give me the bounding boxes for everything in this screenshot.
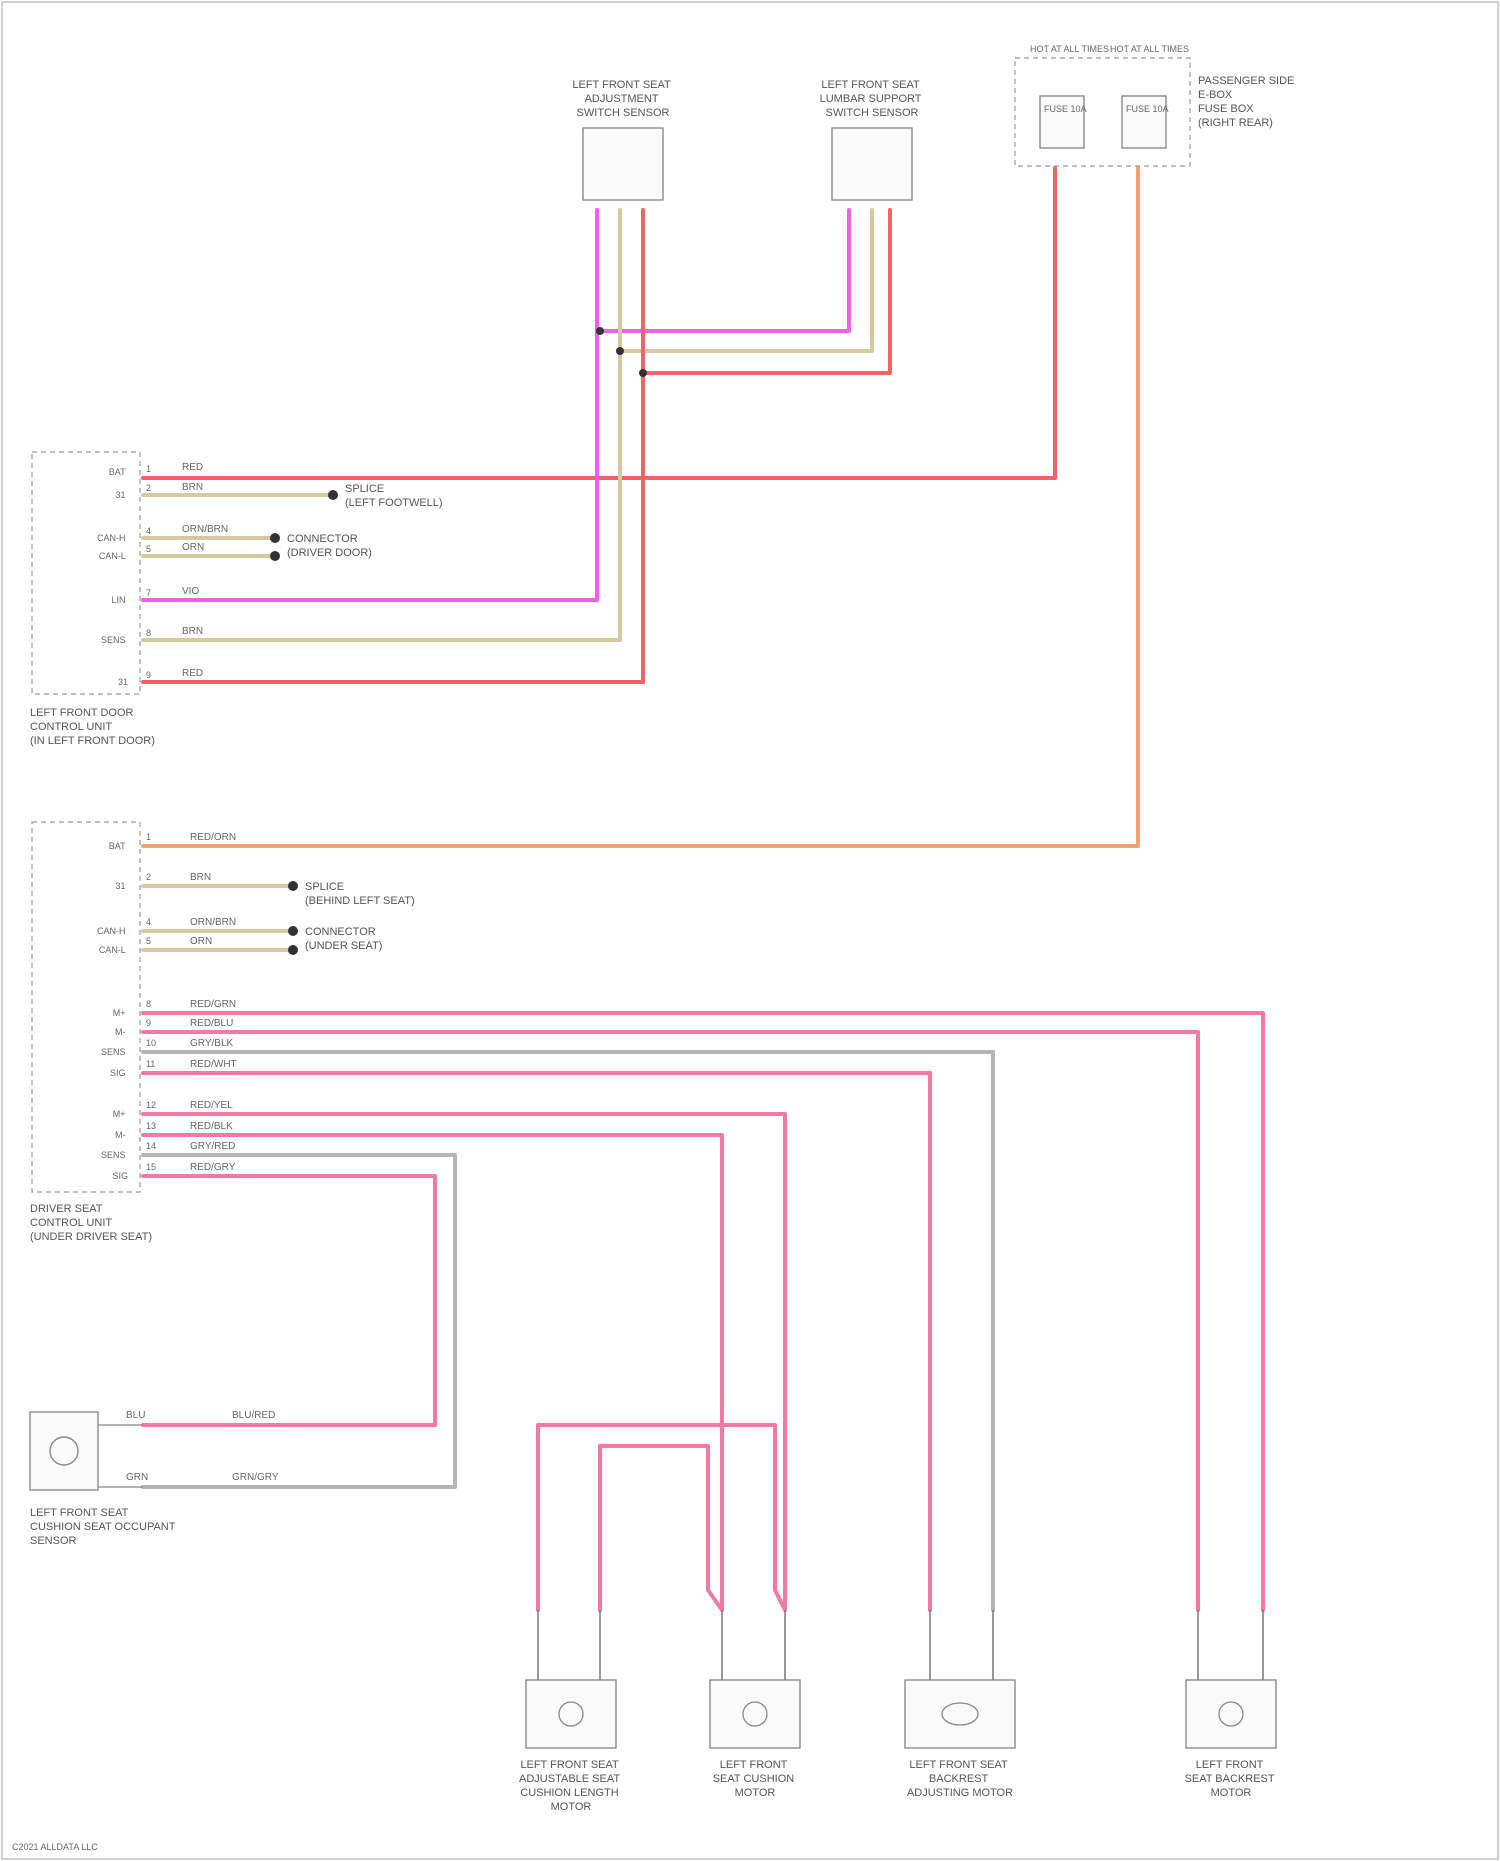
- door-splice-b-label: CONNECTOR (DRIVER DOOR): [287, 533, 372, 559]
- door-splice-a-label: SPLICE (LEFT FOOTWELL): [345, 483, 443, 509]
- junction-dot: [288, 926, 298, 936]
- sensor-wire-labels: BLU BLU/RED GRN GRN/GRY: [126, 1410, 279, 1483]
- motor-3-body: [905, 1680, 1015, 1748]
- motor-4: LEFT FRONT SEAT BACKREST MOTOR: [1185, 1610, 1278, 1799]
- wire-m2-b: [143, 1135, 722, 1610]
- seat-module-label: DRIVER SEAT CONTROL UNIT (UNDER DRIVER S…: [30, 1203, 152, 1243]
- seat-sensor-label: LEFT FRONT SEAT CUSHION SEAT OCCUPANT SE…: [30, 1507, 178, 1547]
- seat-splice-b-label: CONNECTOR (UNDER SEAT): [305, 926, 382, 952]
- motor-3: LEFT FRONT SEAT BACKREST ADJUSTING MOTOR: [905, 1610, 1015, 1799]
- lumbar-switch-label: LEFT FRONT SEAT LUMBAR SUPPORT SWITCH SE…: [820, 79, 925, 119]
- seat-splice-a-label: SPLICE (BEHIND LEFT SEAT): [305, 881, 415, 907]
- junction-dot: [270, 551, 280, 561]
- wire-m4-a: [143, 1013, 1263, 1610]
- fuse-panel-label: PASSENGER SIDE E-BOX FUSE BOX (RIGHT REA…: [1198, 75, 1297, 129]
- fuse-panel: FUSE 10A FUSE 10A HOT AT ALL TIMES HOT A…: [1015, 44, 1297, 166]
- motor-1-body: [526, 1680, 616, 1748]
- wire-sensor-b: [143, 1155, 455, 1487]
- height-switch: LEFT FRONT SEAT ADJUSTMENT SWITCH SENSOR: [572, 79, 673, 200]
- door-module-label: LEFT FRONT DOOR CONTROL UNIT (IN LEFT FR…: [30, 707, 155, 747]
- wire-gnd-red: [143, 210, 643, 682]
- seat-pin-numbers: 1 2 4 5 8 9 10 11 12 13 14 15: [146, 832, 159, 1172]
- wire-m2-a: [143, 1114, 785, 1610]
- wire-sensor-a: [143, 1176, 435, 1425]
- wire-m1-a: [538, 1425, 785, 1610]
- height-switch-label: LEFT FRONT SEAT ADJUSTMENT SWITCH SENSOR: [572, 79, 673, 119]
- seat-occupant-sensor: BLU BLU/RED GRN GRN/GRY LEFT FRONT SEAT …: [30, 1410, 279, 1547]
- motor-3-label: LEFT FRONT SEAT BACKREST ADJUSTING MOTOR: [907, 1759, 1013, 1799]
- junction-dot: [288, 945, 298, 955]
- door-pin-labels: BAT 31 CAN-H CAN-L LIN SENS 31: [97, 467, 128, 687]
- junction-dot: [288, 881, 298, 891]
- wire-sens-tan: [143, 210, 620, 640]
- junction-dot: [616, 347, 624, 355]
- motor-4-label: LEFT FRONT SEAT BACKREST MOTOR: [1185, 1759, 1278, 1799]
- junction-dot: [328, 490, 338, 500]
- height-switch-body: [583, 128, 663, 200]
- lumbar-switch-body: [832, 128, 912, 200]
- fuse-hot-labels: HOT AT ALL TIMES HOT AT ALL TIMES: [1030, 44, 1189, 54]
- junction-dot: [270, 533, 280, 543]
- wire-lin-magenta: [143, 210, 597, 600]
- junction-dot: [596, 327, 604, 335]
- door-module-outline: [32, 452, 140, 694]
- motor-2: LEFT FRONT SEAT CUSHION MOTOR: [710, 1610, 800, 1799]
- wire-seat-bat: [143, 168, 1138, 846]
- motor-2-body: [710, 1680, 800, 1748]
- motor-4-body: [1186, 1680, 1276, 1748]
- wire-lin-magenta-2: [600, 210, 849, 331]
- seat-sensor-body: [30, 1412, 98, 1490]
- wire-m1-b: [600, 1446, 722, 1610]
- motor-1: LEFT FRONT SEAT ADJUSTABLE SEAT CUSHION …: [519, 1610, 623, 1813]
- fuse-1-label: FUSE 10A: [1044, 104, 1087, 114]
- fuse-2-label: FUSE 10A: [1126, 104, 1169, 114]
- wire-m4-b: [143, 1032, 1198, 1610]
- junction-dot: [639, 369, 647, 377]
- motor-2-label: LEFT FRONT SEAT CUSHION MOTOR: [713, 1759, 798, 1799]
- footer-copyright: C2021 ALLDATA LLC: [12, 1842, 98, 1852]
- seat-wire-labels: RED/ORN BRN ORN/BRN ORN RED/GRN RED/BLU …: [190, 832, 239, 1173]
- seat-pin-labels: BAT 31 CAN-H CAN-L M+ M- SENS SIG M+ M- …: [97, 841, 128, 1181]
- wire-gnd-red-2: [643, 210, 890, 373]
- lumbar-switch: LEFT FRONT SEAT LUMBAR SUPPORT SWITCH SE…: [820, 79, 925, 200]
- motor-1-label: LEFT FRONT SEAT ADJUSTABLE SEAT CUSHION …: [519, 1759, 623, 1813]
